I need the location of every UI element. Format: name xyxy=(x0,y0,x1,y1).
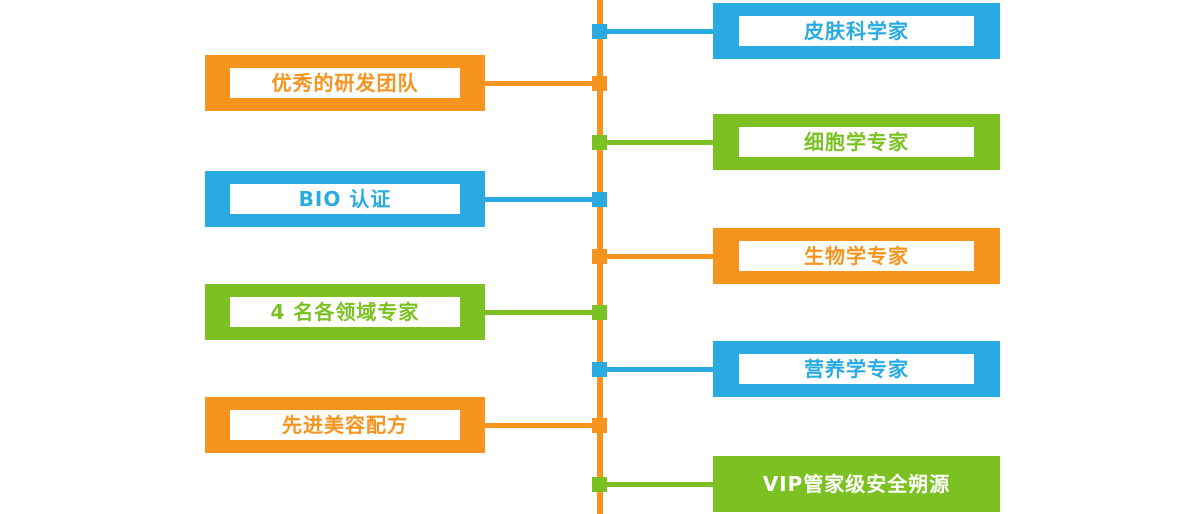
node-box: BIO 认证 xyxy=(205,171,485,227)
connector-line xyxy=(480,81,602,86)
connector-square-icon xyxy=(592,305,607,320)
connector-square-icon xyxy=(592,362,607,377)
right-row-2: 细胞学专家 xyxy=(0,114,1200,170)
connector-square-icon xyxy=(592,249,607,264)
connector-square-icon xyxy=(592,477,607,492)
node-box: 先进美容配方 xyxy=(205,397,485,453)
connector-square-icon xyxy=(592,135,607,150)
right-row-5: VIP管家级安全朔源 xyxy=(0,456,1200,512)
left-row-1: 优秀的研发团队 xyxy=(0,55,1200,111)
node-label: 优秀的研发团队 xyxy=(230,68,460,98)
node-label: 生物学专家 xyxy=(738,241,975,271)
node-box: 生物学专家 xyxy=(713,228,1000,284)
node-label: 4 名各领域专家 xyxy=(230,297,460,327)
connector-line xyxy=(598,140,716,145)
left-row-4: 先进美容配方 xyxy=(0,397,1200,453)
connector-line xyxy=(598,254,716,259)
right-row-4: 营养学专家 xyxy=(0,341,1200,397)
connector-square-icon xyxy=(592,418,607,433)
node-label: 营养学专家 xyxy=(738,354,975,384)
left-row-2: BIO 认证 xyxy=(0,171,1200,227)
connector-square-icon xyxy=(592,192,607,207)
connector-line xyxy=(598,29,716,34)
node-box: 4 名各领域专家 xyxy=(205,284,485,340)
node-box: 优秀的研发团队 xyxy=(205,55,485,111)
connector-line xyxy=(598,482,716,487)
left-row-3: 4 名各领域专家 xyxy=(0,284,1200,340)
right-row-1: 皮肤科学家 xyxy=(0,3,1200,59)
node-label: 细胞学专家 xyxy=(738,127,975,157)
node-label: BIO 认证 xyxy=(230,184,460,214)
connector-square-icon xyxy=(592,76,607,91)
connector-line xyxy=(480,197,602,202)
connector-line xyxy=(480,423,602,428)
right-row-3: 生物学专家 xyxy=(0,228,1200,284)
node-box: 营养学专家 xyxy=(713,341,1000,397)
connector-line xyxy=(598,367,716,372)
connector-line xyxy=(480,310,602,315)
node-box: 细胞学专家 xyxy=(713,114,1000,170)
node-box: 皮肤科学家 xyxy=(713,3,1000,59)
node-label: VIP管家级安全朔源 xyxy=(762,472,951,496)
node-box: VIP管家级安全朔源 xyxy=(713,456,1000,512)
connector-square-icon xyxy=(592,24,607,39)
node-label: 皮肤科学家 xyxy=(738,16,975,46)
node-label: 先进美容配方 xyxy=(230,410,460,440)
